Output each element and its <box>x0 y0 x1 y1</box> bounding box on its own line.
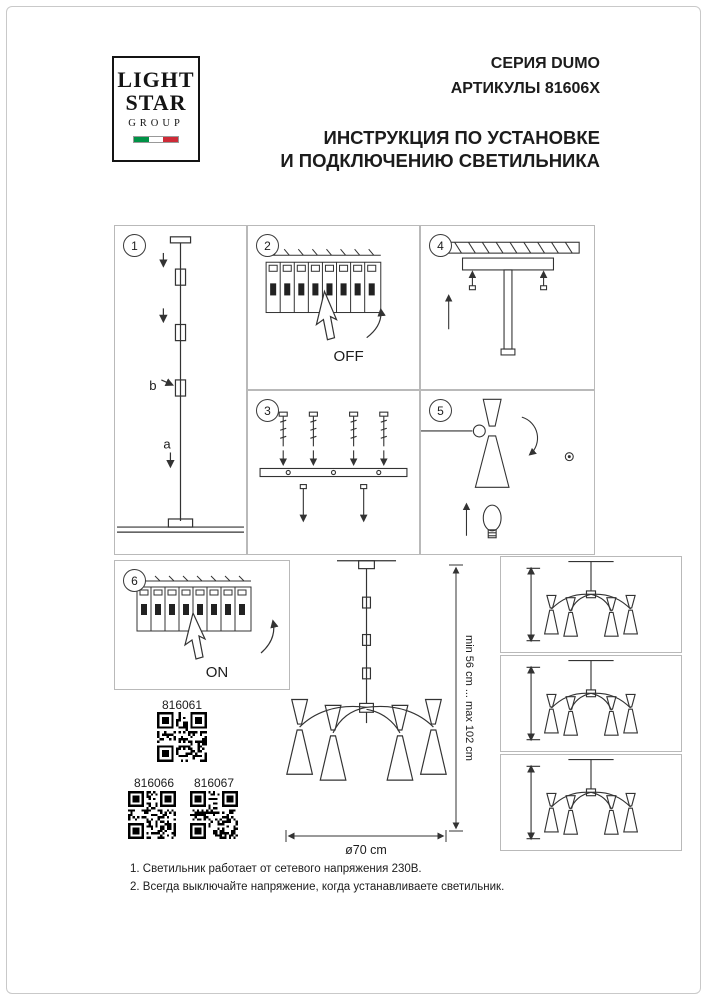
lightstar-logo: LIGHT STAR GROUP <box>112 56 200 162</box>
series-title: СЕРИЯ DUMO <box>490 55 600 72</box>
variant-1-panel <box>500 556 682 653</box>
qr-code-816067 <box>190 791 238 839</box>
label-a: a <box>163 436 171 451</box>
step-1-panel: 1 b a <box>114 225 247 555</box>
shade-assembly-drawing <box>421 398 574 539</box>
logo-word-light: LIGHT <box>117 67 195 92</box>
footer-notes: 1. Светильник работает от сетевого напря… <box>130 861 504 897</box>
chandelier-drawing <box>286 560 447 781</box>
breaker-off-drawing: OFF <box>265 248 386 365</box>
curved-arrow-icon <box>260 619 279 654</box>
note-1: 1. Светильник работает от сетевого напря… <box>130 863 422 875</box>
variant-1-chandelier-drawing <box>501 557 681 652</box>
label-b: b <box>149 378 156 393</box>
diameter-dimension-label: ø70 cm <box>345 843 387 857</box>
articles-title: АРТИКУЛЫ 81606X <box>450 79 600 97</box>
pointing-hand-icon <box>184 611 207 660</box>
italian-flag-icon <box>133 136 179 144</box>
rod-assembly-drawing: b a <box>117 236 244 533</box>
step-6-panel: 6 ON <box>114 560 290 690</box>
variant-2-panel <box>500 655 682 752</box>
step-3-panel: 3 <box>247 390 420 555</box>
qr-label-816067: 816067 <box>193 776 235 790</box>
step-2-badge: 2 <box>256 234 279 257</box>
qr-code-816066 <box>128 791 176 839</box>
instruction-title-line1: ИНСТРУКЦИЯ ПО УСТАНОВКЕ <box>323 126 600 148</box>
step-5-badge: 5 <box>429 399 452 422</box>
step-3-badge: 3 <box>256 399 279 422</box>
step-4-badge: 4 <box>429 234 452 257</box>
step-6-badge: 6 <box>123 569 146 592</box>
note-2: 2. Всегда выключайте напряжение, когда у… <box>130 880 505 893</box>
qr-code-816061 <box>157 712 207 762</box>
mounting-bar-drawing <box>259 411 408 523</box>
pointing-hand-icon <box>315 289 338 341</box>
variant-3-chandelier-drawing <box>501 755 681 850</box>
on-label: ON <box>206 664 229 681</box>
variant-3-panel <box>500 754 682 851</box>
breaker-on-drawing: ON <box>136 575 279 681</box>
step-2-panel: 2 OFF <box>247 225 420 390</box>
variant-2-chandelier-drawing <box>501 656 681 751</box>
logo-word-group: GROUP <box>128 118 184 130</box>
step-1-badge: 1 <box>123 234 146 257</box>
document-header: СЕРИЯ DUMO АРТИКУЛЫ 81606X ИНСТРУКЦИЯ ПО… <box>280 52 600 172</box>
logo-word-star: STAR <box>125 90 187 116</box>
qr-label-816061: 816061 <box>161 698 203 712</box>
instruction-title-line2: И ПОДКЛЮЧЕНИЮ СВЕТИЛЬНИКА <box>280 149 600 171</box>
height-dimension-line <box>449 564 463 832</box>
step-5-panel: 5 <box>420 390 595 555</box>
off-label: OFF <box>334 348 364 365</box>
qr-label-816066: 816066 <box>133 776 175 790</box>
height-dimension-label: min 56 cm ... max 102 cm <box>463 635 475 761</box>
curved-arrow-icon <box>366 307 386 339</box>
diameter-dimension-line <box>285 830 447 842</box>
step-4-panel: 4 <box>420 225 595 390</box>
